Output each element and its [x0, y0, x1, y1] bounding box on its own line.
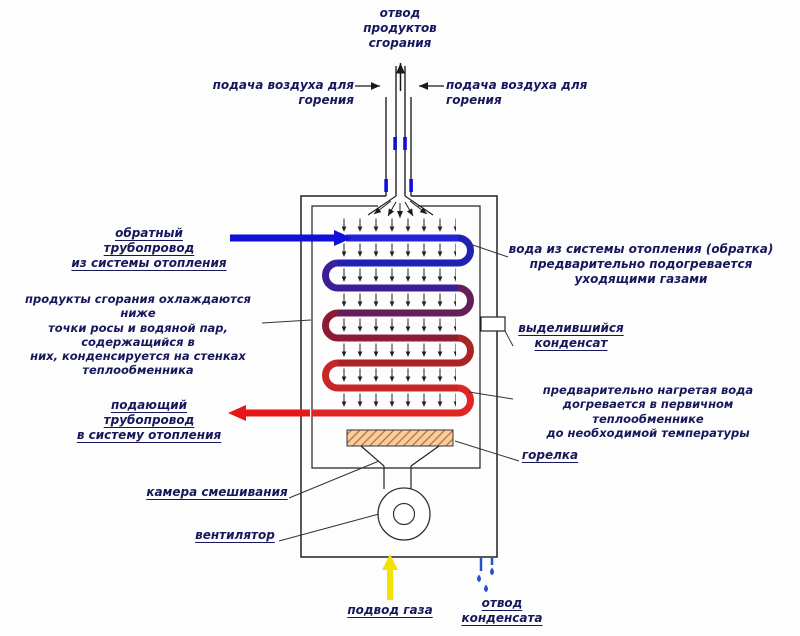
diffuser-right [404, 195, 434, 216]
return-pipe-label: обратный трубопровод из системы отоплени… [71, 226, 227, 270]
boiler-inner-chamber [311, 205, 481, 469]
coil-turn [457, 234, 474, 267]
mixing-chamber [360, 445, 440, 489]
cooling-note-label: продукты сгорания охлаждаются ниже точки… [25, 292, 251, 378]
flue-gas-flow-ticks [342, 214, 456, 413]
condensate-formed-label: выделившийся конденсат [518, 321, 624, 350]
condensate-out-label: отвод конденсата [461, 596, 543, 625]
fan-hub [392, 502, 416, 526]
coil-turn [457, 334, 474, 367]
coil-turn [322, 359, 339, 392]
mixing-chamber-right-slant [410, 445, 440, 467]
flue-tick [409, 179, 413, 192]
mixing-chamber-label: камера смешивания [146, 485, 288, 499]
coil-turn [457, 284, 474, 317]
condensate-drop [489, 567, 495, 576]
condensate-drop [476, 574, 482, 583]
burner [346, 429, 454, 447]
leader-fan [278, 513, 380, 542]
flue-out-label: отвод продуктов сгорания [363, 6, 437, 50]
flue-tick [384, 179, 388, 192]
leader-lines [261, 242, 520, 542]
boiler-outer-casing [300, 195, 498, 558]
flue-tick [403, 137, 407, 150]
leader-condensate-formed [504, 330, 514, 347]
gas-supply-label: подвод газа [347, 603, 433, 617]
coil-turn [322, 309, 339, 342]
flue-distribution-arrows [373, 200, 428, 218]
burner-label: горелка [521, 448, 579, 462]
flue-markers [384, 137, 413, 192]
leader-burner [454, 440, 520, 462]
flue-diffuser [367, 195, 434, 216]
gas-flow-arrow [373, 200, 392, 215]
mixing-chamber-left-slant [360, 445, 385, 467]
diffuser-left [367, 195, 397, 216]
leader-mixing-chamber [288, 460, 380, 499]
flue-tick [393, 137, 397, 150]
condensate-drop [483, 584, 489, 593]
supply-pipe-arrowhead [228, 405, 246, 421]
fan-label: вентилятор [195, 528, 275, 542]
gas-flow-arrow [409, 200, 428, 215]
gas-flow-arrow [387, 201, 397, 217]
water-preheat-label: вода из системы отопления (обратка) пред… [508, 242, 774, 286]
gas-flow-arrow [404, 201, 414, 217]
leader-water-preheat [466, 242, 509, 258]
final-heating-label: предварительно нагретая вода догревается… [542, 383, 754, 440]
coil-turn [322, 259, 339, 292]
supply-pipe-label: подающий трубопровод в систему отопления [76, 398, 222, 442]
gas-supply-arrowhead [382, 554, 398, 570]
condensate-collector [480, 316, 506, 332]
leader-cooling-note [261, 319, 312, 324]
leader-final-heating [468, 391, 514, 400]
flue-pipe [385, 66, 412, 196]
air-supply-left-label: подача воздуха для горения [212, 78, 354, 107]
air-supply-right-label: подача воздуха для горения [446, 78, 588, 107]
coil-turn [457, 384, 474, 417]
